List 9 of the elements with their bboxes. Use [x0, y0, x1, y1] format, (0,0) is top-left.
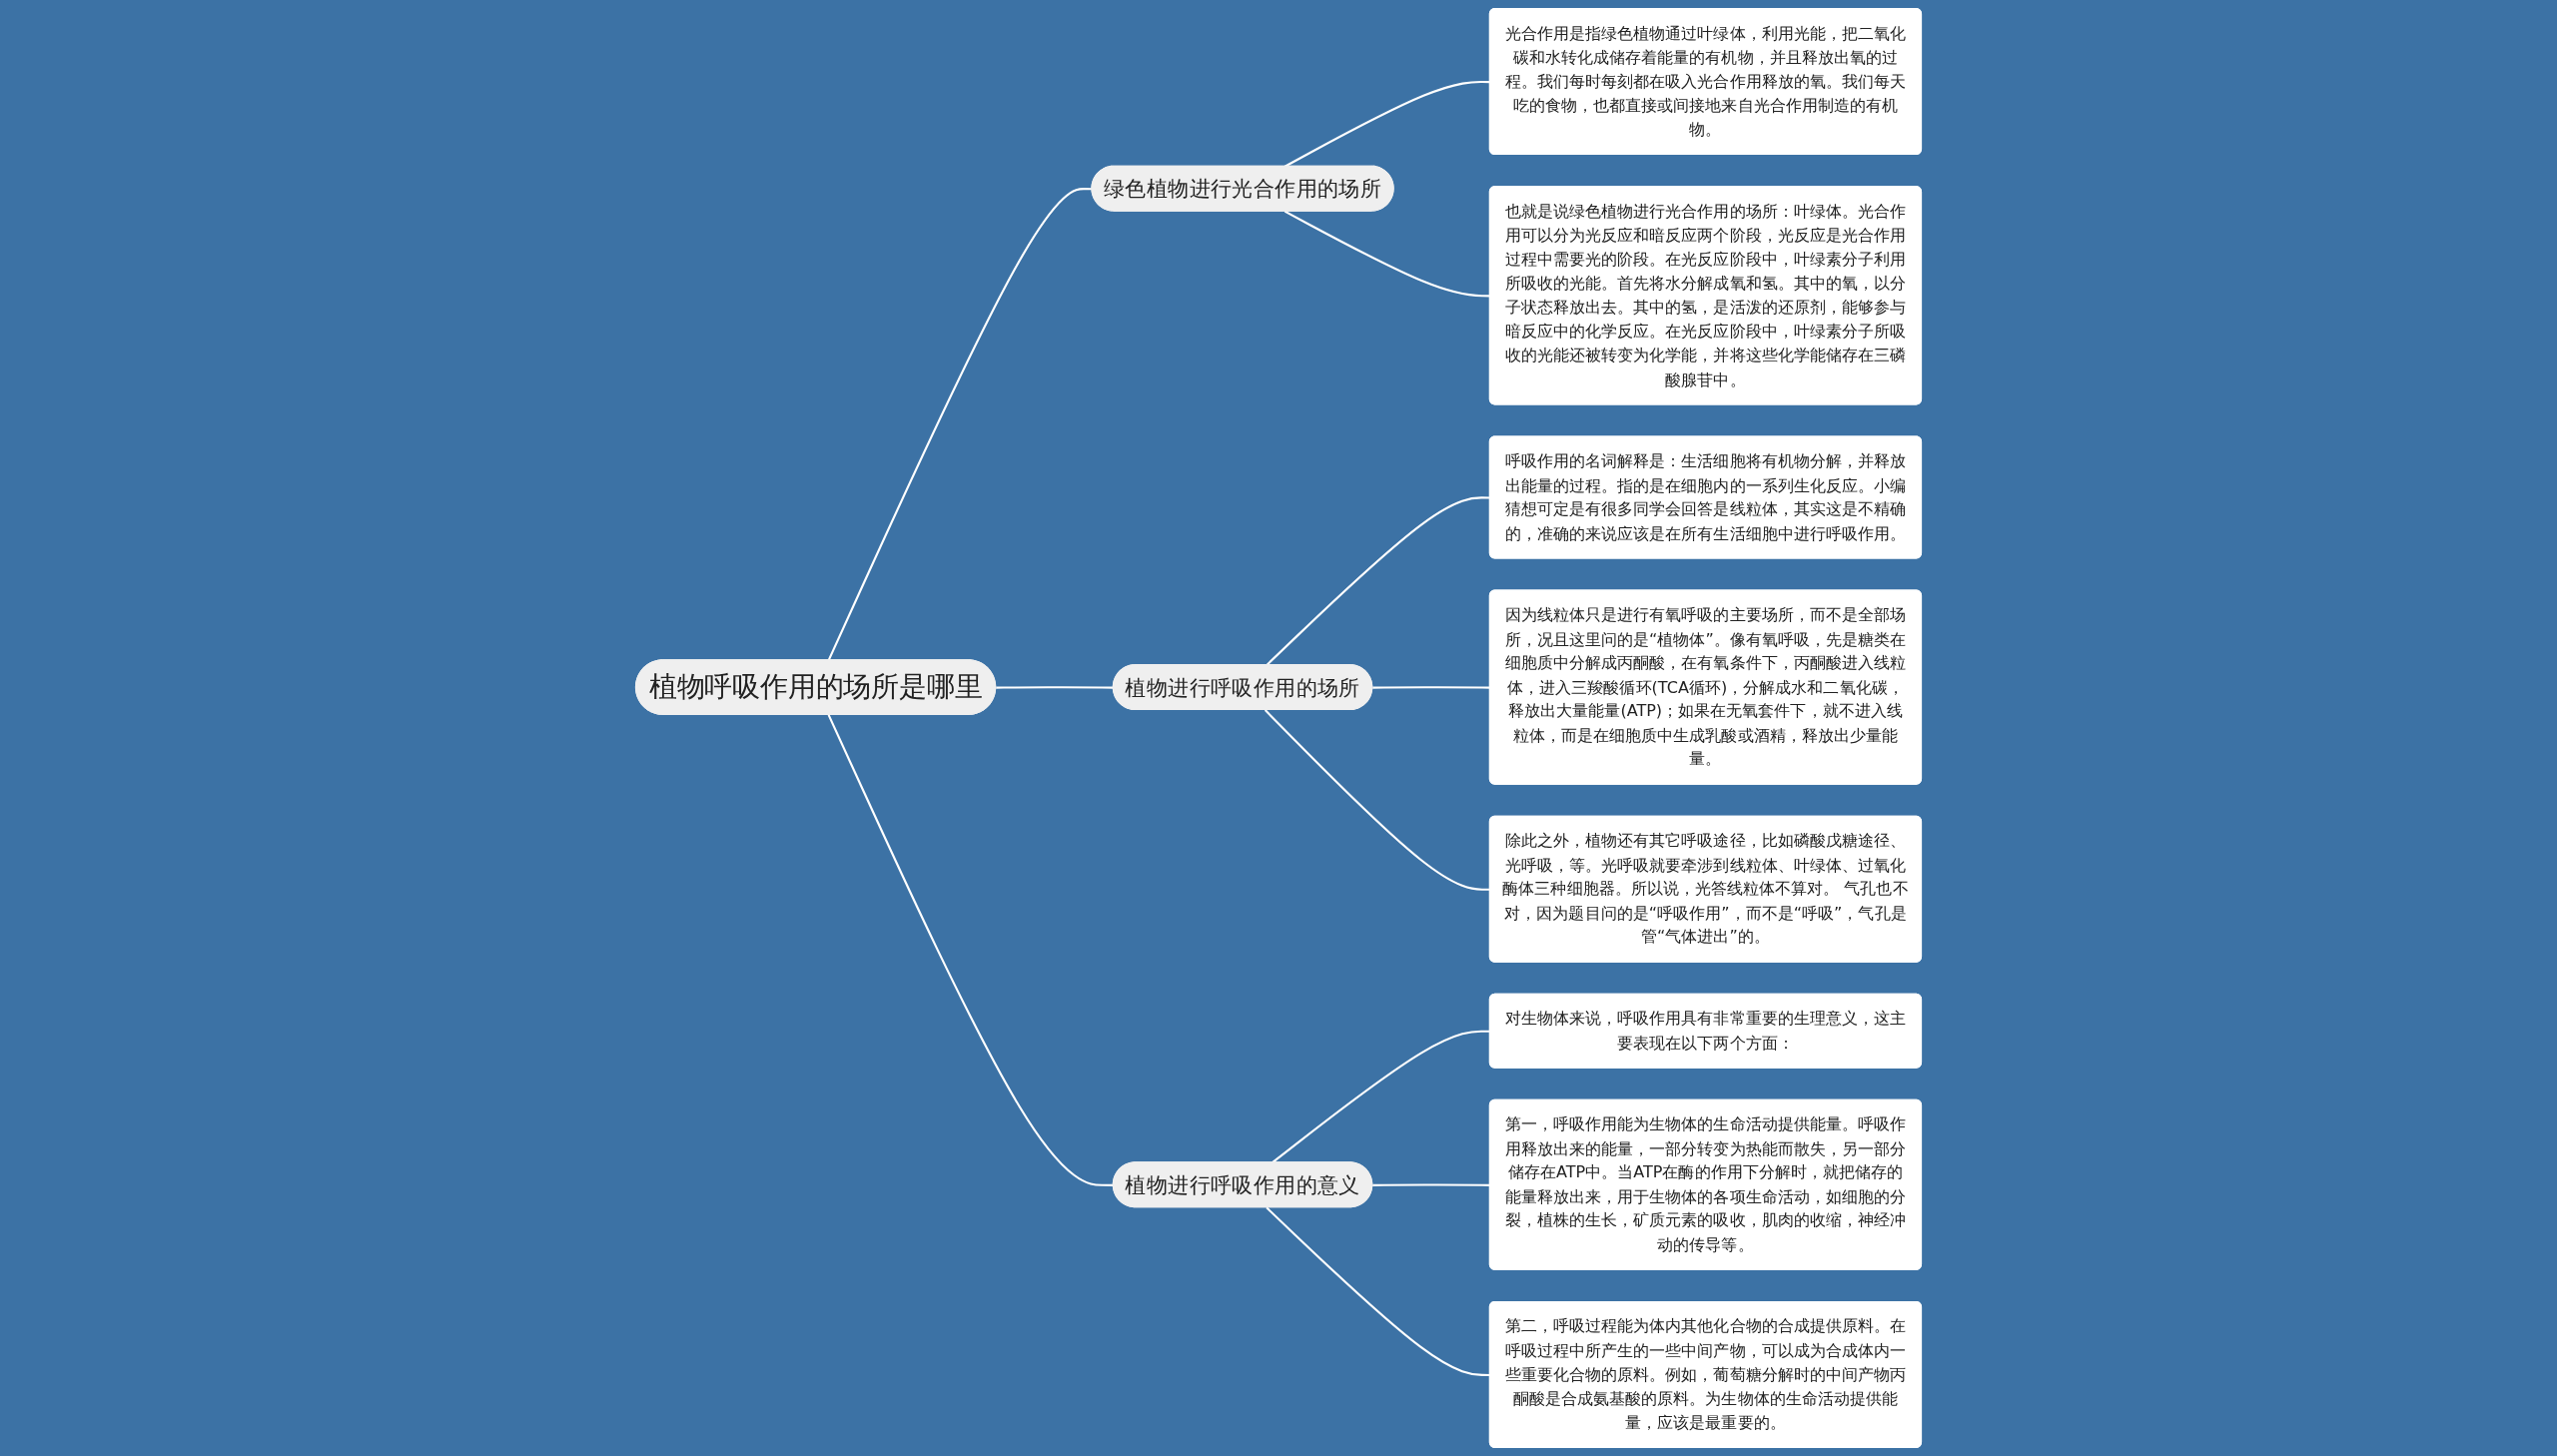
connector [1372, 1183, 1490, 1186]
connector [1264, 709, 1490, 891]
connector [996, 686, 1114, 689]
connector [1266, 496, 1490, 666]
connector [1283, 210, 1490, 298]
connector [1372, 686, 1490, 689]
connector [1266, 1206, 1490, 1377]
connector [827, 714, 1114, 1186]
connector [1283, 80, 1490, 168]
